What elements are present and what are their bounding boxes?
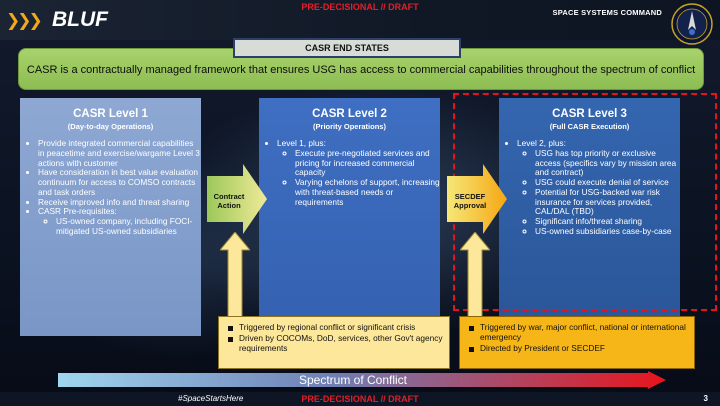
level-2-subtitle: (Priority Operations) [313, 122, 386, 131]
level-3-bullets: Level 2, plus: USG has top priority or e… [499, 138, 680, 237]
space-systems-command-seal-icon [671, 3, 713, 45]
contract-action-arrow-icon [207, 164, 267, 234]
spectrum-of-conflict-arrow-icon [58, 371, 666, 389]
list-item: US-owned company, including FOCI-mitigat… [56, 216, 201, 237]
level-3-trigger-callout: Triggered by war, major conflict, nation… [459, 316, 695, 369]
list-item: Level 2, plus: USG has top priority or e… [517, 138, 680, 237]
list-item: Significant info/threat sharing [535, 216, 680, 227]
list-item: CASR Pre-requisites: US-owned company, i… [38, 207, 201, 236]
level-3-subtitle: (Full CASR Execution) [549, 122, 630, 131]
level-1-title: CASR Level 1 [73, 108, 148, 120]
casr-level-1-card: CASR Level 1 (Day-to-day Operations) Pro… [20, 98, 201, 336]
level-1-subtitle: (Day-to-day Operations) [67, 122, 154, 131]
level-2-trigger-arrow-icon [220, 232, 250, 318]
list-item: US-owned subsidiaries case-by-case [535, 226, 680, 237]
list-item: Triggered by regional conflict or signif… [228, 322, 443, 333]
list-item: Provide integrated commercial capabiliti… [38, 138, 201, 168]
header-bar [0, 0, 720, 40]
level-2-trigger-callout: Triggered by regional conflict or signif… [218, 316, 450, 369]
end-states-statement: CASR is a contractually managed framewor… [18, 48, 704, 90]
spectrum-of-conflict-label: Spectrum of Conflict [298, 373, 408, 387]
list-item: USG could execute denial of service [535, 177, 680, 188]
list-item: Directed by President or SECDEF [469, 343, 688, 354]
list-item: Potential for USG-backed war risk insura… [535, 187, 680, 217]
footer-bar [0, 392, 720, 406]
end-states-label: CASR END STATES [233, 38, 461, 58]
level-3-trigger-arrow-icon [460, 232, 490, 318]
casr-level-2-card: CASR Level 2 (Priority Operations) Level… [259, 98, 440, 336]
list-item: Have consideration in best value evaluat… [38, 167, 201, 197]
level-2-title: CASR Level 2 [312, 108, 387, 120]
level-3-title: CASR Level 3 [552, 108, 627, 120]
casr-level-3-card: CASR Level 3 (Full CASR Execution) Level… [499, 98, 680, 336]
page-number: 3 [703, 394, 708, 403]
level-1-bullets: Provide integrated commercial capabiliti… [20, 138, 201, 237]
contract-action-label: Contract Action [213, 192, 245, 210]
secdef-approval-arrow-icon [447, 164, 507, 234]
list-item: Level 1, plus: Execute pre-negotiated se… [277, 138, 440, 207]
list-item: Triggered by war, major conflict, nation… [469, 322, 688, 343]
list-item: Execute pre-negotiated services and pric… [295, 148, 440, 178]
classification-marking-top: PRE-DECISIONAL // DRAFT [301, 2, 419, 12]
list-item: Receive improved info and threat sharing [38, 197, 201, 208]
section-title: BLUF [52, 8, 108, 31]
list-item: USG has top priority or exclusive access… [535, 148, 680, 178]
chevrons-icon: ❯❯❯ [6, 11, 43, 31]
organization-name: SPACE SYSTEMS COMMAND [552, 8, 662, 17]
classification-marking-bottom: PRE-DECISIONAL // DRAFT [301, 394, 419, 404]
hashtag-text: #SpaceStartsHere [178, 394, 244, 403]
list-item: Driven by COCOMs, DoD, services, other G… [228, 332, 443, 353]
level-2-bullets: Level 1, plus: Execute pre-negotiated se… [259, 138, 440, 207]
secdef-approval-label: SECDEF Approval [453, 192, 487, 210]
list-item: Varying echelons of support, increasing … [295, 177, 440, 207]
